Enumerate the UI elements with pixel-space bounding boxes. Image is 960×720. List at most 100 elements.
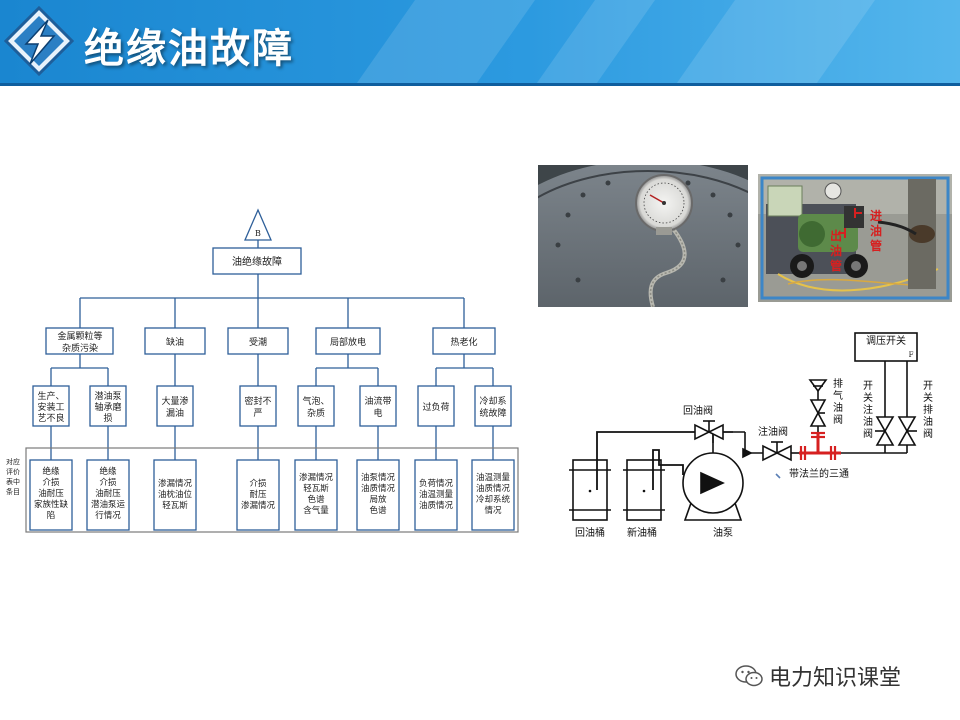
vent-valve-label: 气	[833, 389, 843, 402]
switch-drain-label: 关	[923, 391, 933, 404]
item-label: 轻瓦斯	[303, 483, 329, 494]
flange-tee	[799, 431, 841, 460]
switch-drain-label: 排	[923, 403, 933, 416]
item-label: 油耐压	[95, 488, 121, 499]
item-label: 情况	[484, 505, 502, 516]
item-label: 油泵情况	[361, 472, 396, 483]
cause-label: 统故障	[479, 407, 506, 419]
item-label: 油耐压	[38, 488, 64, 499]
tank-gauge-photo	[538, 165, 748, 307]
root-symbol: B	[255, 229, 261, 238]
item-label: 渗漏情况	[299, 472, 334, 483]
item-label: 渗漏情况	[158, 478, 193, 489]
switch-inject-label: 油	[863, 415, 873, 428]
item-label: 局放	[369, 494, 387, 505]
item-label: 介损	[99, 477, 117, 488]
item-label: 轻瓦斯	[162, 500, 188, 511]
item-label: 渗漏情况	[241, 500, 276, 511]
watermark: 电力知识课堂	[735, 660, 901, 692]
header-bar: 绝缘油故障	[0, 0, 960, 83]
item-label: 绝缘	[99, 466, 117, 477]
return-tank-label: 回油桶	[575, 526, 605, 539]
inject-valve-label: 注油阀	[758, 425, 788, 438]
wechat-icon	[735, 665, 763, 687]
item-label: 绝缘	[42, 466, 60, 477]
cause-label: 严	[253, 408, 262, 419]
cause-label: 过负荷	[422, 401, 449, 413]
cause-label: 油流带	[364, 395, 391, 407]
out-pipe-label: 出	[830, 228, 842, 243]
cause-label: 密封不	[244, 395, 271, 407]
cause-label: 潜油泵	[94, 390, 121, 402]
item-label: 油质情况	[361, 483, 396, 494]
new-tank	[626, 459, 662, 521]
flange-tee-label: 带法兰的三通	[789, 467, 849, 480]
item-label: 介损	[42, 477, 60, 488]
item-label: 耐压	[249, 489, 267, 500]
cause-label: 艺不良	[37, 412, 64, 424]
category-label: 受潮	[249, 336, 267, 348]
watermark-text: 电力知识课堂	[769, 666, 902, 691]
root-label: 油绝缘故障	[232, 255, 282, 268]
category-label: 缺油	[166, 336, 184, 348]
cause-label: 损	[103, 412, 112, 424]
cause-label: 气泡、	[302, 395, 329, 407]
cause-label: 安装工	[37, 401, 64, 413]
oil-pump-photo: 进 油 管 出 油 管	[758, 174, 952, 302]
cause-label: 漏油	[166, 407, 184, 419]
item-label: 介损	[249, 478, 267, 489]
item-label: 油质情况	[476, 483, 511, 494]
lightning-logo-icon	[4, 6, 74, 76]
cause-label: 大量渗	[161, 395, 188, 407]
item-label: 潜油泵运	[91, 499, 126, 510]
return-tank	[572, 459, 608, 521]
category-label: 杂质污染	[62, 342, 98, 354]
in-pipe-label: 进	[870, 208, 882, 223]
switch-inject-label: 阀	[863, 427, 873, 440]
evaluation-frame	[25, 447, 519, 533]
root-box	[212, 247, 302, 275]
vent-valve-label: 阀	[833, 413, 843, 426]
new-tank-label: 新油桶	[627, 526, 657, 539]
vent-valve-label: 油	[833, 401, 843, 414]
oil-filling-schematic: 回油阀 注油阀 排 气 油 阀 带法兰的三通 调压开关 F 开 关 注 油 阀 …	[569, 332, 933, 539]
cause-label: 冷却系	[479, 395, 506, 407]
row-label: 表中	[6, 477, 20, 486]
out-pipe-label: 管	[830, 258, 842, 273]
in-pipe-label: 管	[870, 238, 882, 253]
switch-inject-label: 开	[863, 381, 873, 392]
item-label: 色谱	[307, 494, 325, 505]
category-label: 热老化	[450, 336, 477, 348]
regulator-box	[854, 332, 918, 362]
category-label: 金属颗粒等	[57, 330, 102, 342]
return-valve-label: 回油阀	[683, 404, 713, 417]
out-pipe-label: 油	[830, 243, 842, 258]
item-label: 负荷情况	[419, 478, 454, 489]
item-label: 冷却系统	[476, 494, 511, 505]
row-label: 条目	[6, 487, 20, 496]
pump-label: 油泵	[713, 526, 733, 539]
item-label: 油质情况	[419, 500, 454, 511]
page-title: 绝缘油故障	[84, 26, 294, 72]
header-underline	[0, 83, 960, 86]
item-label: 陷	[47, 510, 56, 521]
cause-label: 杂质	[307, 407, 325, 419]
switch-inject-label: 关	[863, 391, 873, 404]
row-label: 评价	[6, 468, 20, 476]
item-label: 油温测量	[419, 489, 454, 500]
switch-drain-label: 阀	[923, 427, 933, 440]
item-label: 行情况	[95, 510, 121, 521]
cause-label: 生产、	[37, 390, 64, 402]
regulator-label: 调压开关	[866, 334, 906, 347]
switch-drain-label: 油	[923, 415, 933, 428]
category-label: 局部放电	[330, 336, 366, 348]
vent-valve-label: 排	[833, 377, 843, 390]
item-label: 含气量	[303, 505, 329, 516]
row-label: 对应	[6, 457, 20, 466]
item-label: 家族性缺	[34, 499, 69, 510]
switch-inject-label: 注	[863, 403, 873, 416]
fault-tree-diagram: B 油绝缘故障 金属颗粒等 杂质污染 缺油 受潮 局部放电 热老化 生产、 安装…	[6, 208, 519, 533]
in-pipe-label: 油	[870, 223, 882, 238]
item-label: 油枕油位	[158, 489, 193, 500]
switch-drain-label: 开	[923, 381, 933, 392]
